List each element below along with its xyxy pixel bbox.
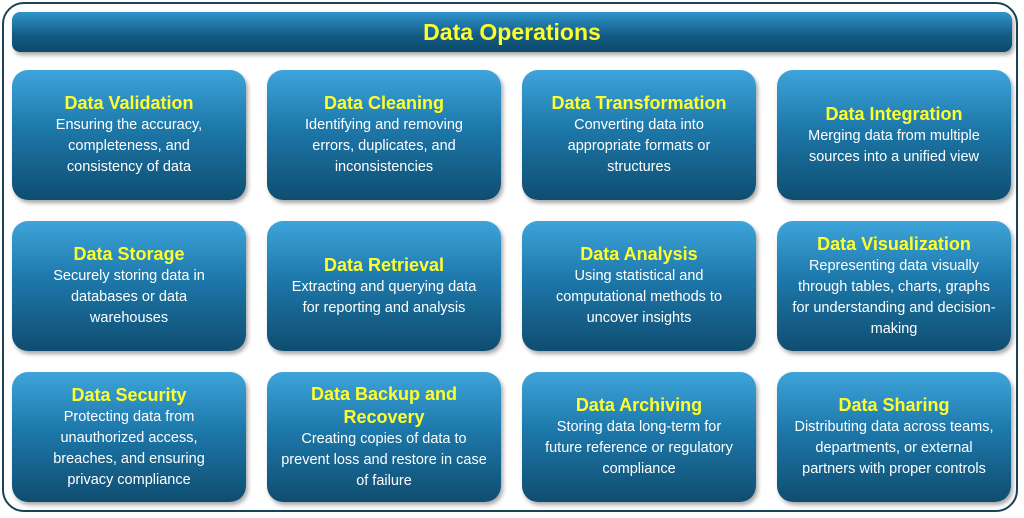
diagram-frame: [2, 2, 1018, 512]
operation-description: Securely storing data in databases or da…: [53, 268, 205, 326]
operation-description: Distributing data across teams, departme…: [794, 419, 994, 477]
operation-description: Using statistical and computational meth…: [555, 268, 723, 326]
operation-title: Data Integration: [825, 103, 963, 124]
operation-description: Storing data long-term for future refere…: [545, 419, 733, 477]
operation-title: Data Security: [71, 384, 187, 405]
operation-description: Representing data visually through table…: [792, 257, 996, 337]
diagram-title: Data Operations: [12, 12, 1012, 52]
operation-title: Data Backup and Recovery: [310, 383, 458, 427]
operation-description: Protecting data from unauthorized access…: [53, 408, 205, 488]
operation-description: Extracting and querying data for reporti…: [291, 278, 477, 316]
operation-description: Identifying and removing errors, duplica…: [305, 117, 463, 175]
operation-description: Ensuring the accuracy, completeness, and…: [55, 117, 203, 175]
operation-title: Data Storage: [73, 244, 185, 264]
operation-title: Data Sharing: [838, 395, 950, 415]
operation-description: Creating copies of data to prevent loss …: [281, 430, 487, 489]
operation-title: Data Transformation: [551, 93, 727, 113]
operation-description: Merging data from multiple sources into …: [808, 127, 980, 165]
operation-title: Data Cleaning: [323, 93, 445, 113]
operation-title: Data Retrieval: [323, 254, 445, 275]
operation-title: Data Validation: [64, 93, 194, 113]
operation-title: Data Archiving: [575, 395, 703, 415]
operation-description: Converting data into appropriate formats…: [567, 117, 711, 175]
operation-title: Data Visualization: [817, 233, 971, 254]
operation-title: Data Analysis: [580, 244, 698, 264]
